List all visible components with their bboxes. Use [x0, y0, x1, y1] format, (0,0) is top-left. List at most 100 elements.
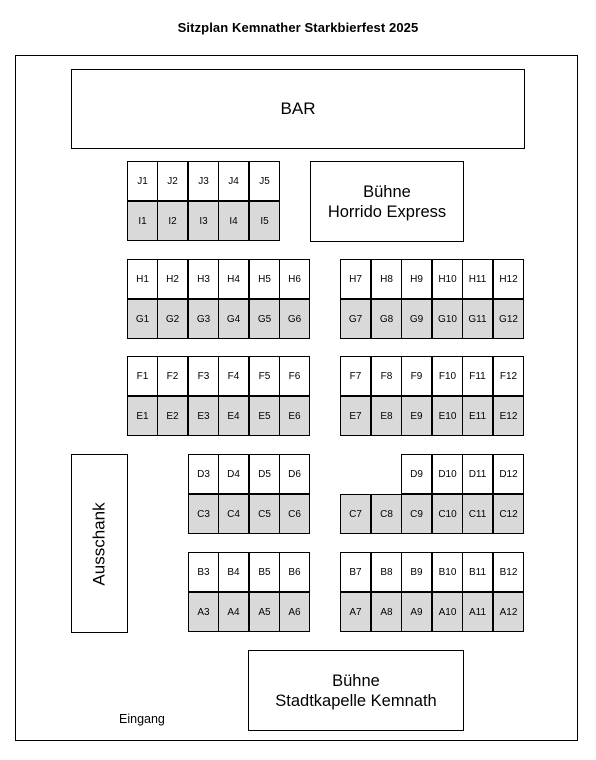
seat-g2: G2: [157, 299, 188, 339]
seat-e2: E2: [157, 396, 188, 436]
seat-c7: C7: [340, 494, 371, 534]
seat-f4: F4: [218, 356, 249, 396]
seat-e5: E5: [249, 396, 280, 436]
seat-h7: H7: [340, 259, 371, 299]
seat-d12: D12: [493, 454, 524, 494]
seat-e12: E12: [493, 396, 524, 436]
stage-top-line2: Horrido Express: [327, 202, 447, 221]
hall-outline: [15, 55, 578, 741]
entrance-label: Eingang: [119, 712, 165, 726]
seat-d5: D5: [249, 454, 280, 494]
seat-f9: F9: [401, 356, 432, 396]
seat-a8: A8: [371, 592, 402, 632]
seat-b5: B5: [249, 552, 280, 592]
seat-f2: F2: [157, 356, 188, 396]
seat-h5: H5: [249, 259, 280, 299]
seat-d9: D9: [401, 454, 432, 494]
bar: BAR: [71, 69, 525, 149]
seat-a4: A4: [218, 592, 249, 632]
seat-g3: G3: [188, 299, 219, 339]
seat-b3: B3: [188, 552, 219, 592]
seat-j4: J4: [218, 161, 249, 201]
seat-i5: I5: [249, 201, 280, 241]
seat-c5: C5: [249, 494, 280, 534]
page-title: Sitzplan Kemnather Starkbierfest 2025: [177, 20, 419, 35]
seat-e1: E1: [127, 396, 158, 436]
seat-c9: C9: [401, 494, 432, 534]
seat-b4: B4: [218, 552, 249, 592]
seat-d4: D4: [218, 454, 249, 494]
seat-g10: G10: [432, 299, 463, 339]
seat-b11: B11: [462, 552, 493, 592]
seat-j3: J3: [188, 161, 219, 201]
seat-c6: C6: [279, 494, 310, 534]
seat-g5: G5: [249, 299, 280, 339]
seat-j2: J2: [157, 161, 188, 201]
seat-c11: C11: [462, 494, 493, 534]
seat-h6: H6: [279, 259, 310, 299]
seat-h1: H1: [127, 259, 158, 299]
seat-f3: F3: [188, 356, 219, 396]
seat-h8: H8: [371, 259, 402, 299]
seat-b9: B9: [401, 552, 432, 592]
seat-g11: G11: [462, 299, 493, 339]
seat-h12: H12: [493, 259, 524, 299]
ausschank-label: Ausschank: [89, 501, 109, 586]
seat-c3: C3: [188, 494, 219, 534]
seat-b6: B6: [279, 552, 310, 592]
seat-e7: E7: [340, 396, 371, 436]
seat-g6: G6: [279, 299, 310, 339]
seat-f5: F5: [249, 356, 280, 396]
stage-bottom-line1: Bühne: [332, 671, 380, 690]
seat-a3: A3: [188, 592, 219, 632]
seat-g9: G9: [401, 299, 432, 339]
seat-j5: J5: [249, 161, 280, 201]
stage-top-line1: Bühne: [363, 182, 411, 201]
seat-a7: A7: [340, 592, 371, 632]
seat-a9: A9: [401, 592, 432, 632]
seat-d3: D3: [188, 454, 219, 494]
seat-d11: D11: [462, 454, 493, 494]
seat-h10: H10: [432, 259, 463, 299]
seat-f7: F7: [340, 356, 371, 396]
seat-b7: B7: [340, 552, 371, 592]
seat-g8: G8: [371, 299, 402, 339]
stage-bottom-line2: Stadtkapelle Kemnath: [275, 691, 437, 710]
seat-c10: C10: [432, 494, 463, 534]
seat-f10: F10: [432, 356, 463, 396]
seat-j1: J1: [127, 161, 158, 201]
seat-g12: G12: [493, 299, 524, 339]
seat-a5: A5: [249, 592, 280, 632]
stage-stadtkapelle: Bühne Stadtkapelle Kemnath: [248, 650, 464, 731]
seat-g1: G1: [127, 299, 158, 339]
ausschank: Ausschank: [71, 454, 128, 633]
seat-e9: E9: [401, 396, 432, 436]
seat-b12: B12: [493, 552, 524, 592]
seat-c4: C4: [218, 494, 249, 534]
seat-c8: C8: [371, 494, 402, 534]
seat-e6: E6: [279, 396, 310, 436]
seat-h9: H9: [401, 259, 432, 299]
seat-e11: E11: [462, 396, 493, 436]
seat-b10: B10: [432, 552, 463, 592]
seat-h4: H4: [218, 259, 249, 299]
seat-a10: A10: [432, 592, 463, 632]
seat-a11: A11: [462, 592, 493, 632]
seat-i3: I3: [188, 201, 219, 241]
seat-i4: I4: [218, 201, 249, 241]
seat-g7: G7: [340, 299, 371, 339]
seat-e3: E3: [188, 396, 219, 436]
seat-h2: H2: [157, 259, 188, 299]
seat-h11: H11: [462, 259, 493, 299]
seat-d6: D6: [279, 454, 310, 494]
seat-d10: D10: [432, 454, 463, 494]
seat-f6: F6: [279, 356, 310, 396]
seat-e4: E4: [218, 396, 249, 436]
seat-f11: F11: [462, 356, 493, 396]
seat-e8: E8: [371, 396, 402, 436]
seat-f1: F1: [127, 356, 158, 396]
seat-b8: B8: [371, 552, 402, 592]
seat-a6: A6: [279, 592, 310, 632]
seat-c12: C12: [493, 494, 524, 534]
stage-horrido-express: Bühne Horrido Express: [310, 161, 464, 242]
